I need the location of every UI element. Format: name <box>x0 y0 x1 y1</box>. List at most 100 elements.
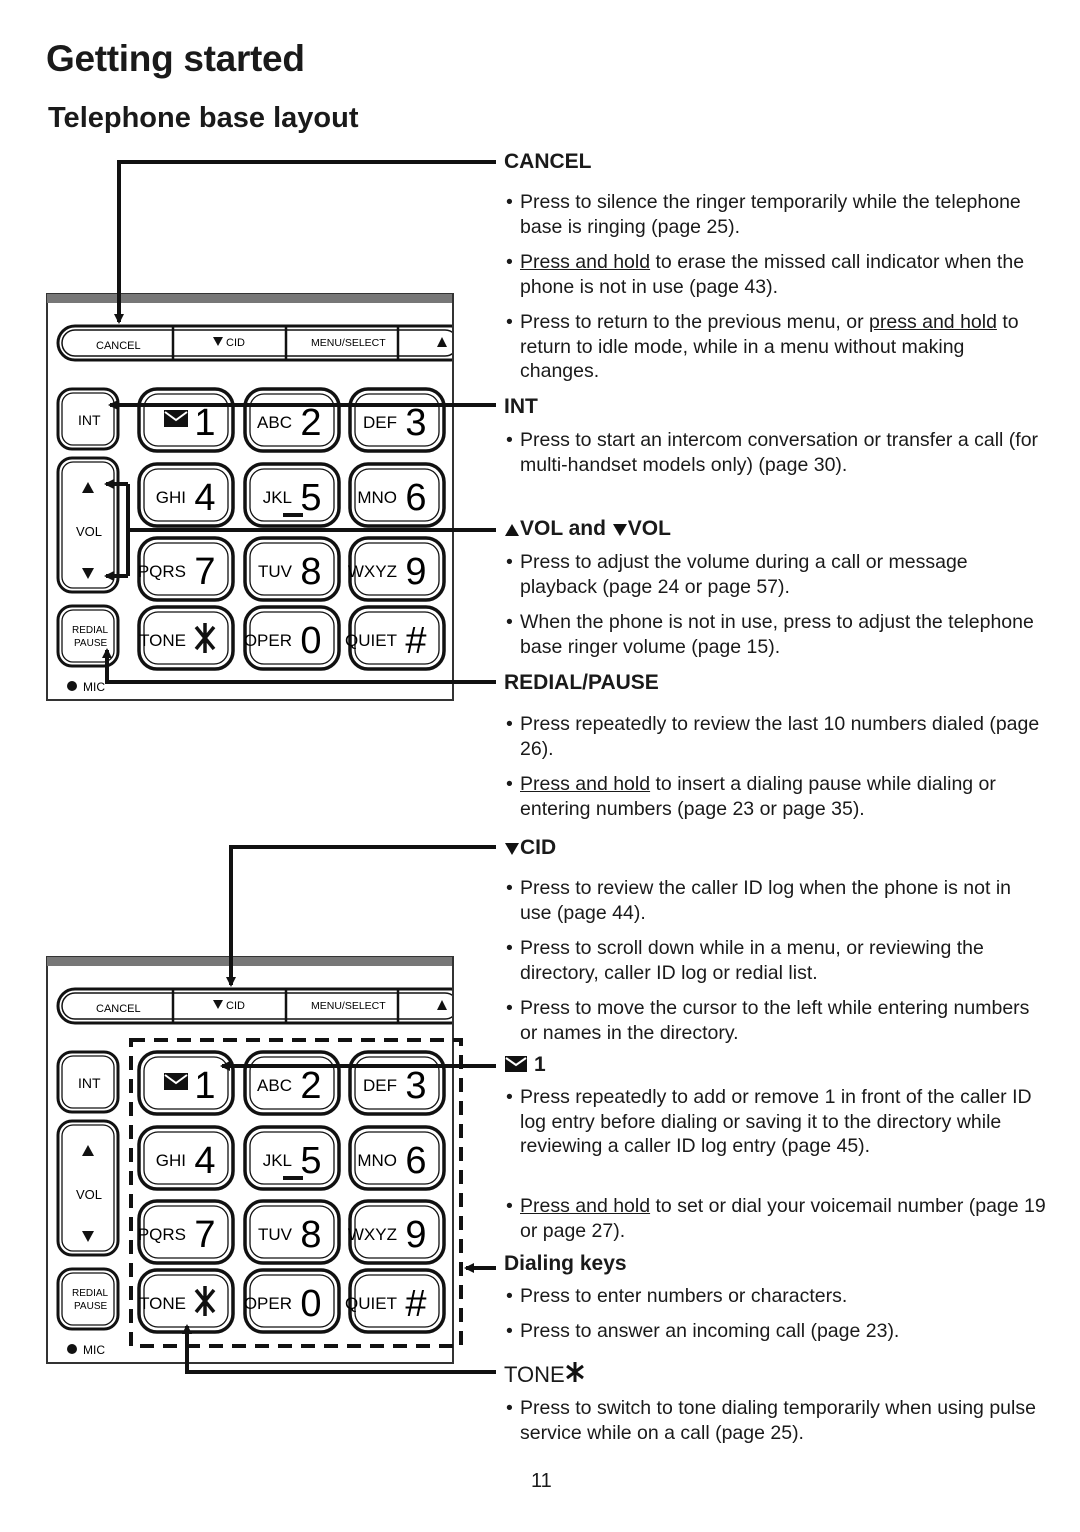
key-pqrs <box>137 1199 235 1265</box>
cid-down-icon <box>505 843 519 855</box>
key-letters: WXYZ <box>348 562 397 581</box>
key-quiet <box>348 1268 446 1334</box>
key-wxyz <box>348 1199 446 1265</box>
int-key-label: INT <box>78 1075 101 1091</box>
cid-key-label: CID <box>226 337 245 349</box>
one-bullet-2: •Press and hold to set or dial your voic… <box>506 1195 1046 1242</box>
vol-bullet-2: •When the phone is not in use, press to … <box>506 611 1034 658</box>
key-digit: 0 <box>300 1283 321 1325</box>
key-wxyz <box>348 536 446 602</box>
key-mno <box>348 1125 446 1191</box>
key-pqrs <box>137 536 235 602</box>
key-letters: JKL <box>263 488 292 507</box>
dialing-bullet-1: •Press to enter numbers or characters. <box>506 1285 848 1307</box>
key-letters: TONE <box>139 1294 186 1313</box>
key-digit: 2 <box>300 1065 321 1107</box>
key-letters: ABC <box>257 1076 292 1095</box>
key-digit: 1 <box>194 402 215 444</box>
key-digit: 2 <box>300 402 321 444</box>
cid-bullet-2: •Press to scroll down while in a menu, o… <box>506 937 984 984</box>
key-letters: OPER <box>244 631 292 650</box>
voicemail-envelope-icon <box>164 1073 188 1090</box>
volume-up-icon <box>505 524 519 536</box>
int-heading: INT <box>504 395 538 418</box>
key-tuv <box>243 1199 341 1265</box>
up-arrow-icon <box>437 337 447 347</box>
key-digit: 3 <box>405 402 426 444</box>
mic-label: MIC <box>83 680 105 694</box>
key-letters: OPER <box>244 1294 292 1313</box>
int-key <box>56 1050 120 1114</box>
key-quiet <box>348 605 446 671</box>
pause-key-label: PAUSE <box>74 638 107 649</box>
star-icon <box>194 1286 216 1316</box>
press-and-hold-link: Press and hold <box>520 251 651 273</box>
vol-bullet-1: •Press to adjust the volume during a cal… <box>506 551 968 598</box>
mic-label: MIC <box>83 1343 105 1357</box>
key-letters: GHI <box>156 488 186 507</box>
int-key-label: INT <box>78 412 101 428</box>
key-tuv <box>243 536 341 602</box>
volume-down-icon <box>612 524 627 536</box>
key-digit: 5 <box>300 477 321 519</box>
key-digit: 0 <box>300 620 321 662</box>
key-digit: # <box>405 620 426 662</box>
key-tone <box>137 605 235 671</box>
key-digit: 8 <box>300 1214 321 1256</box>
int-key <box>56 387 120 451</box>
key-letters: PQRS <box>138 1225 186 1244</box>
menu-select-key-label: MENU/SELECT <box>311 1000 386 1012</box>
redial-pause-key <box>56 1267 120 1331</box>
page-number: 11 <box>531 1470 552 1492</box>
key-digit: 3 <box>405 1065 426 1107</box>
voicemail-envelope-icon <box>505 1056 527 1072</box>
key-letters: TUV <box>258 1225 293 1244</box>
int-bullet-1: •Press to start an intercom conversation… <box>506 429 1039 476</box>
jkl5-bump <box>283 1176 303 1180</box>
mic-dot-icon <box>67 681 77 691</box>
up-arrow-icon <box>437 1000 447 1010</box>
key-digit: 6 <box>405 477 426 519</box>
key-digit: 7 <box>194 551 215 593</box>
key-digit: 7 <box>194 1214 215 1256</box>
redial-key-label: REDIAL <box>72 1288 109 1299</box>
key-letters: WXYZ <box>348 1225 397 1244</box>
dialing-keys-frame <box>129 1038 463 1348</box>
panel-top-strip <box>47 294 453 303</box>
key-ghi <box>137 1125 235 1191</box>
key-letters: MNO <box>357 1151 397 1170</box>
tone-bullet-1: •Press to switch to tone dialing tempora… <box>506 1397 1036 1444</box>
callout-redial <box>102 648 496 684</box>
voicemail-one-heading: 1 <box>504 1053 546 1077</box>
key-letters: QUIET <box>345 631 397 650</box>
cid-heading: CID <box>504 836 556 860</box>
chapter-title: Getting started <box>46 38 305 79</box>
vol-up-icon <box>82 482 94 493</box>
key-letters: MNO <box>357 488 397 507</box>
vol-down-icon <box>82 1231 94 1242</box>
panel-top-strip <box>47 957 453 966</box>
vol-key-label: VOL <box>76 1187 102 1202</box>
pause-key-label: PAUSE <box>74 1301 107 1312</box>
key-ghi <box>137 462 235 528</box>
key-digit: 9 <box>405 551 426 593</box>
one-bullet-1: •Press repeatedly to add or remove 1 in … <box>506 1086 1032 1158</box>
cid-bullet-1: •Press to review the caller ID log when … <box>506 877 1012 924</box>
tone-star-icon <box>565 1362 584 1382</box>
key-letters: TONE <box>139 631 186 650</box>
callout-cancel <box>114 160 496 324</box>
mic-dot-icon <box>67 1344 77 1354</box>
callout-lines <box>102 160 496 1374</box>
cid-down-icon <box>213 1000 223 1009</box>
dialing-keys-heading: Dialing keys <box>504 1252 627 1275</box>
redial-bullet-1: •Press repeatedly to review the last 10 … <box>506 713 1040 760</box>
menu-select-key-label: MENU/SELECT <box>311 337 386 349</box>
callout-tone <box>182 1324 496 1374</box>
key-digit: 8 <box>300 551 321 593</box>
vol-heading: VOL and VOL <box>504 517 671 541</box>
cancel-key-label: CANCEL <box>96 1003 141 1015</box>
key-digit: 5 <box>300 1140 321 1182</box>
